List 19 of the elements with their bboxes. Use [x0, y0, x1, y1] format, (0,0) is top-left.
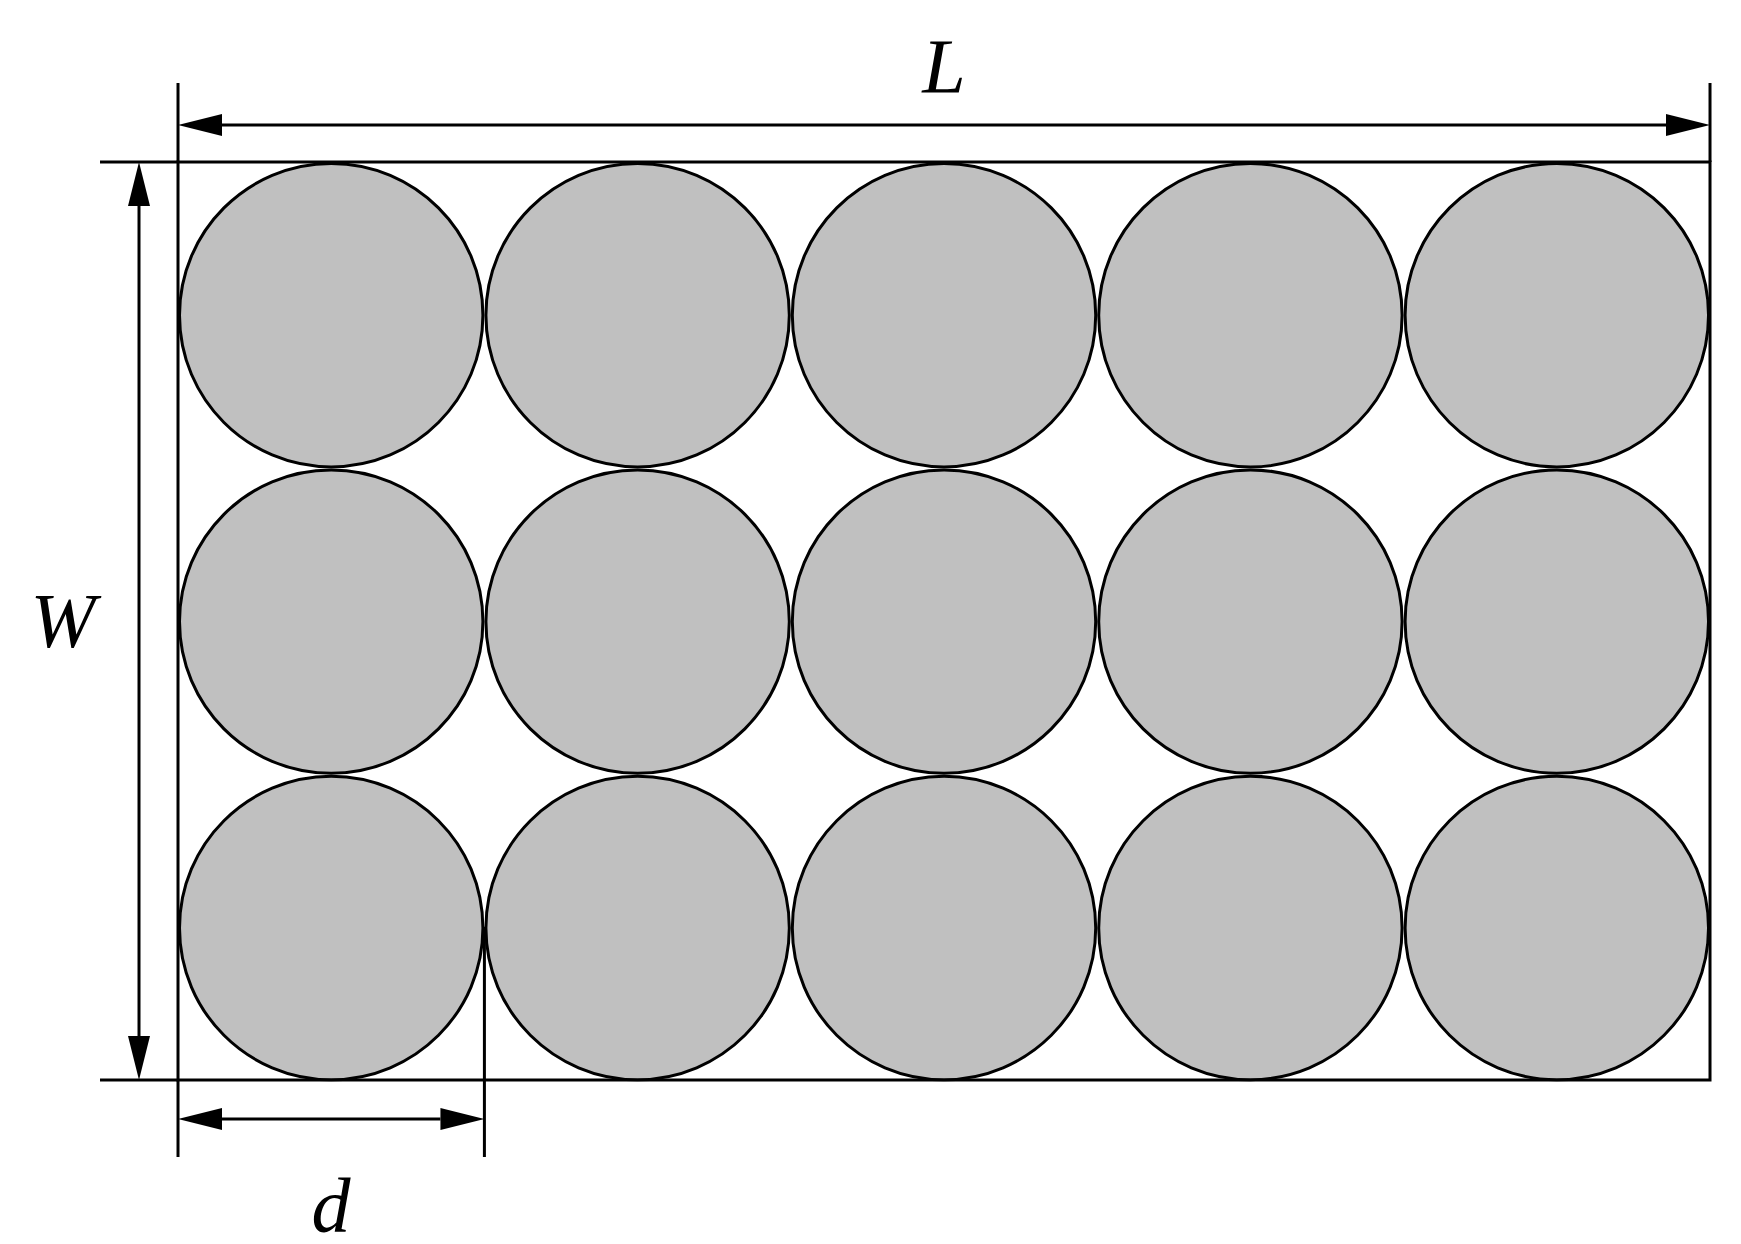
particle-circle [1403, 468, 1710, 775]
particle-circle [484, 162, 791, 469]
particle-circle [790, 468, 1098, 775]
particle-circle [178, 162, 485, 469]
particle-circle [484, 774, 791, 1082]
particle-circle [790, 774, 1098, 1082]
dimension-label: d [313, 1177, 351, 1233]
container-rectangle [176, 160, 1712, 1082]
particle-circle [484, 468, 791, 775]
particle-circle [790, 162, 1098, 469]
particle-circle [1403, 774, 1710, 1082]
particle-circle [1097, 468, 1404, 775]
particle-circle [1097, 774, 1404, 1082]
dimension-label: W [35, 595, 102, 649]
dimension-label: L [921, 41, 962, 93]
particle-circle [178, 468, 485, 775]
particle-circle [1097, 162, 1404, 469]
particle-circle [1403, 162, 1710, 469]
particle-circle [178, 774, 485, 1082]
